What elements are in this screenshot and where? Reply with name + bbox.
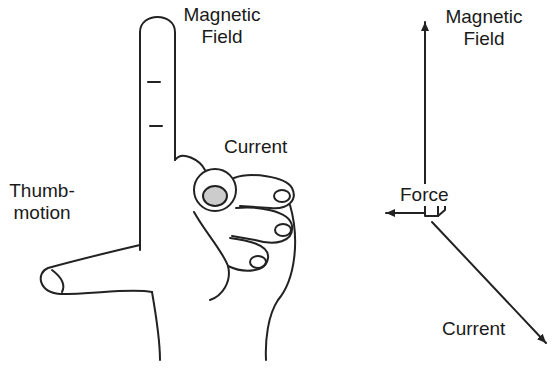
thumb-label: Thumb- motion	[4, 180, 80, 224]
field-label: Magnetic Field	[436, 6, 532, 50]
current-label: Current	[440, 318, 518, 340]
field-label: Magnetic Field	[176, 4, 268, 48]
force-label: Force	[398, 184, 458, 206]
current-label: Current	[222, 136, 302, 158]
